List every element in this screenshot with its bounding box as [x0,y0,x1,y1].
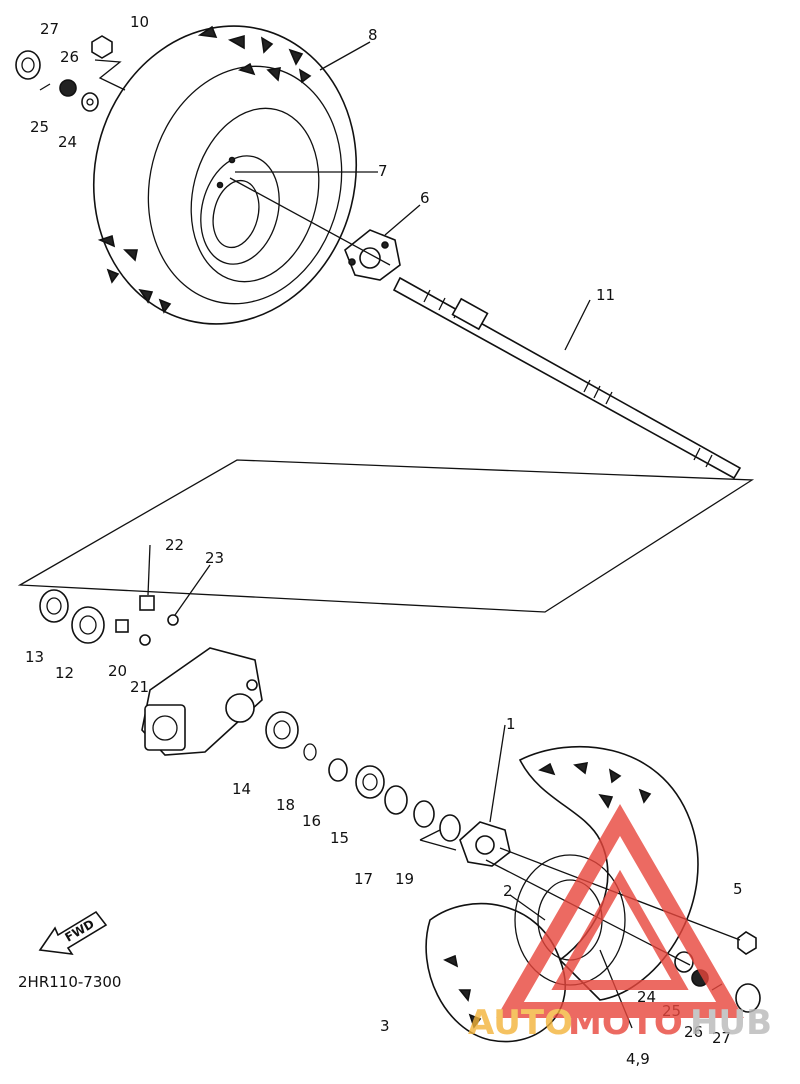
label-20: 20 [108,662,127,680]
rear-axle [392,276,742,480]
label-22: 22 [165,536,184,554]
label-4-9: 4,9 [626,1050,650,1068]
label-14: 14 [232,780,251,798]
label-23: 23 [205,549,224,567]
label-5: 5 [733,880,743,898]
watermark-hub: HUB [690,1003,772,1043]
label-19: 19 [395,870,414,888]
watermark-auto: AUTO [468,1003,573,1043]
top-hub [344,229,401,281]
label-26-bot: 26 [684,1023,703,1041]
label-2: 2 [503,882,513,900]
bearings-and-seals [39,589,461,842]
watermark-logo: AUTO MOTO HUB [468,804,772,1043]
label-24-bot: 24 [637,988,656,1006]
label-6: 6 [420,189,430,207]
watermark-moto: MOTO [568,1003,683,1043]
label-17: 17 [354,870,373,888]
label-13: 13 [25,648,44,666]
label-7: 7 [378,162,388,180]
label-10: 10 [130,13,149,31]
label-27-top: 27 [40,20,59,38]
label-21: 21 [130,678,149,696]
top-wheel-tire [92,25,358,325]
label-16: 16 [302,812,321,830]
label-12: 12 [55,664,74,682]
label-24-top: 24 [58,133,77,151]
fwd-arrow: FWD [38,910,108,956]
bottom-leader-lines [147,544,741,1029]
label-1: 1 [506,715,516,733]
assembly-boundary [17,459,755,613]
label-18: 18 [276,796,295,814]
label-8: 8 [368,26,378,44]
label-27-bot: 27 [712,1029,731,1047]
diagram-code: 2HR110-7300 [18,973,121,991]
label-15: 15 [330,829,349,847]
label-3: 3 [380,1017,390,1035]
label-11: 11 [596,286,615,304]
label-26-top: 26 [60,48,79,66]
label-25-top: 25 [30,118,49,136]
top-hardware [15,35,126,112]
final-gear-case [141,647,263,756]
top-leader-lines [229,41,591,351]
